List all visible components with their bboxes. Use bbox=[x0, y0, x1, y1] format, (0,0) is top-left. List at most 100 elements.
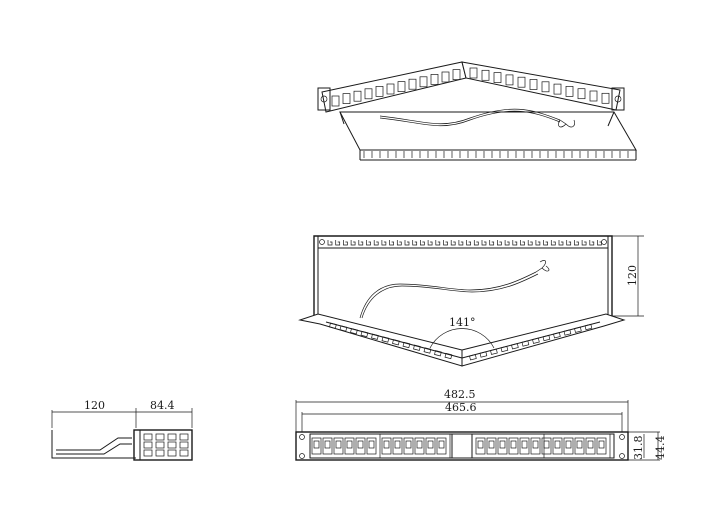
front-port bbox=[508, 437, 519, 455]
front-port bbox=[436, 437, 447, 455]
side-port bbox=[143, 433, 153, 441]
iso-port bbox=[529, 79, 538, 90]
comb-tooth bbox=[473, 240, 479, 246]
comb-tooth bbox=[574, 240, 579, 246]
comb-tooth bbox=[543, 240, 548, 246]
front-port bbox=[486, 437, 497, 455]
top-port bbox=[479, 351, 488, 358]
top-ground-wire bbox=[359, 271, 537, 319]
front-port bbox=[530, 437, 541, 455]
front-port bbox=[585, 437, 596, 455]
top-port bbox=[521, 340, 530, 347]
comb-tooth bbox=[389, 240, 394, 246]
top-ports bbox=[329, 322, 593, 361]
iso-port bbox=[419, 76, 428, 88]
top-port bbox=[574, 326, 582, 333]
comb-tooth bbox=[589, 240, 595, 246]
top-port bbox=[350, 328, 358, 335]
top-view: 141° 120 bbox=[298, 235, 644, 367]
front-port bbox=[475, 437, 486, 455]
top-port bbox=[511, 343, 519, 350]
side-port bbox=[143, 441, 153, 449]
top-panel-right bbox=[461, 313, 626, 367]
iso-port bbox=[589, 90, 598, 102]
comb-tooth bbox=[381, 240, 387, 246]
side-port bbox=[155, 449, 165, 457]
top-port bbox=[532, 337, 540, 344]
side-port bbox=[143, 449, 153, 457]
comb-tooth bbox=[373, 240, 379, 246]
comb-tooth bbox=[489, 240, 495, 246]
top-depth-label: 120 bbox=[626, 265, 639, 286]
comb-tooth bbox=[458, 240, 464, 246]
comb-tooth bbox=[327, 240, 333, 246]
top-port bbox=[423, 347, 432, 354]
side-tray bbox=[51, 430, 136, 459]
top-port bbox=[339, 325, 348, 332]
comb-tooth bbox=[512, 240, 518, 246]
front-port bbox=[425, 437, 436, 455]
angle-label: 141° bbox=[449, 316, 476, 329]
front-panel bbox=[295, 431, 629, 461]
comb-tooth bbox=[520, 240, 525, 246]
front-port bbox=[333, 437, 344, 455]
comb-tooth bbox=[343, 240, 348, 246]
iso-ear-right bbox=[611, 87, 625, 111]
side-port bbox=[155, 441, 165, 449]
isometric-view bbox=[317, 61, 637, 161]
iso-ports-left bbox=[331, 69, 461, 107]
comb-tooth bbox=[481, 240, 487, 246]
side-port bbox=[155, 433, 165, 441]
comb-tooth bbox=[350, 240, 356, 246]
iso-port bbox=[386, 83, 395, 95]
top-port bbox=[434, 350, 442, 357]
iso-port bbox=[577, 88, 586, 100]
front-ports bbox=[311, 434, 611, 458]
comb-tooth bbox=[597, 240, 602, 246]
comb-tooth bbox=[550, 240, 556, 246]
height-inner-label: 31.8 bbox=[632, 436, 645, 461]
top-port bbox=[413, 344, 421, 351]
front-port bbox=[552, 437, 563, 455]
iso-port bbox=[452, 69, 461, 80]
iso-port bbox=[541, 81, 550, 93]
iso-ground-wire bbox=[379, 108, 561, 124]
top-port bbox=[553, 332, 561, 339]
iso-port bbox=[397, 81, 406, 92]
iso-ear-left bbox=[317, 87, 331, 111]
height-overall-label: 44.4 bbox=[654, 436, 667, 461]
iso-port bbox=[441, 71, 450, 83]
iso-panel-right bbox=[461, 61, 621, 111]
top-panel-left bbox=[298, 313, 463, 367]
comb-tooth bbox=[527, 240, 533, 246]
iso-tray bbox=[339, 111, 637, 151]
comb-tooth bbox=[466, 240, 471, 246]
iso-port bbox=[342, 93, 351, 104]
iso-port bbox=[331, 95, 340, 107]
iso-port bbox=[430, 74, 439, 85]
top-port bbox=[444, 352, 453, 360]
side-port bbox=[179, 449, 189, 457]
iso-port bbox=[565, 86, 574, 97]
iso-port bbox=[353, 90, 362, 102]
iso-port bbox=[601, 92, 610, 104]
top-port bbox=[500, 345, 509, 353]
comb-tooth bbox=[558, 240, 564, 246]
comb-tooth bbox=[404, 240, 410, 246]
top-port bbox=[360, 330, 369, 338]
front-port bbox=[596, 437, 607, 455]
comb-tooth bbox=[535, 240, 541, 246]
top-frame bbox=[313, 235, 613, 316]
comb-tooth bbox=[435, 240, 441, 246]
top-port bbox=[584, 323, 593, 331]
iso-port bbox=[375, 86, 384, 97]
comb-tooth bbox=[335, 240, 341, 246]
top-port bbox=[490, 348, 498, 355]
top-port bbox=[563, 329, 572, 336]
front-port bbox=[381, 437, 392, 455]
comb-tooth bbox=[420, 240, 425, 246]
front-view: 482.5 465.6 31.8 44.4 bbox=[295, 388, 667, 461]
comb-tooth bbox=[504, 240, 510, 246]
